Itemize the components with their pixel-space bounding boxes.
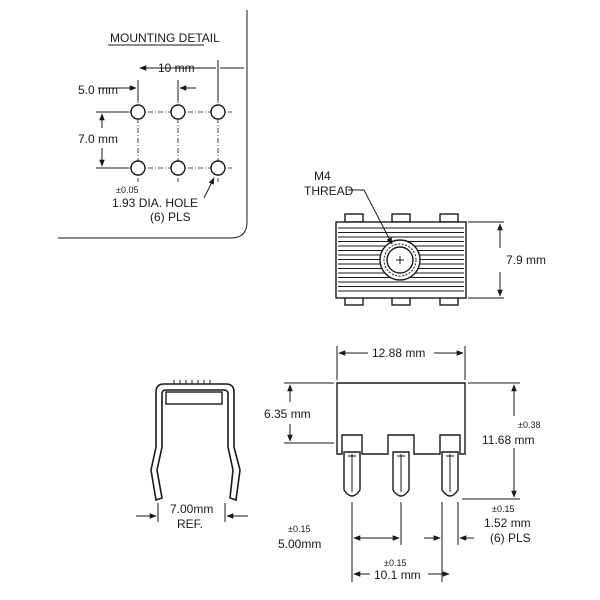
dim-offset: 5.0 mm [78, 83, 118, 97]
dim-top-width: 7.9 mm [506, 253, 546, 267]
hole-label: 1.93 DIA. HOLE [112, 196, 198, 210]
dim-span-tol: ±0.15 [384, 558, 406, 568]
dim-side-width: 7.00mm [170, 502, 213, 516]
thread-label: M4 [314, 169, 331, 183]
dim-pitch-x: 10 mm [158, 61, 195, 75]
dim-pitch-tol: ±0.15 [288, 524, 310, 534]
mount-hole [170, 160, 186, 176]
mount-hole [130, 104, 146, 120]
mounting-detail-border [58, 10, 248, 239]
dim-pin-count: (6) PLS [490, 531, 531, 545]
dim-front-length: 12.88 mm [372, 346, 425, 360]
mount-hole [170, 104, 186, 120]
thread-label-2: THREAD [304, 184, 354, 198]
mount-hole [210, 160, 226, 176]
dim-total-height: 11.68 mm [482, 433, 534, 447]
front-view-body [336, 382, 466, 455]
dim-pin-tol: ±0.15 [492, 504, 514, 514]
mount-hole [210, 104, 226, 120]
hole-count: (6) PLS [150, 210, 191, 224]
mount-hole [130, 160, 146, 176]
dim-front-body-height: 6.35 mm [264, 407, 311, 421]
top-view: M4 THREAD 7.9 mm [304, 169, 546, 306]
dim-pitch-y: 7.0 mm [78, 132, 118, 146]
dim-pin-width: 1.52 mm [484, 516, 531, 530]
side-clip-outline [150, 383, 241, 502]
dim-span: 10.1 mm [374, 568, 421, 582]
front-view: 12.88 mm 6.35 mm ±0.38 11.68 mm ±0.15 1.… [264, 346, 540, 582]
dim-pitch: 5.00mm [278, 537, 321, 551]
dim-total-tol: ±0.38 [518, 420, 540, 430]
mounting-detail-title: MOUNTING DETAIL [110, 31, 220, 45]
dim-side-ref: REF. [177, 517, 203, 531]
hole-tolerance: ±0.05 [116, 185, 138, 195]
mounting-detail: MOUNTING DETAIL 10 mm 5.0 mm 7.0 mm [58, 10, 248, 239]
side-view: 7.00mm REF. [136, 380, 248, 531]
